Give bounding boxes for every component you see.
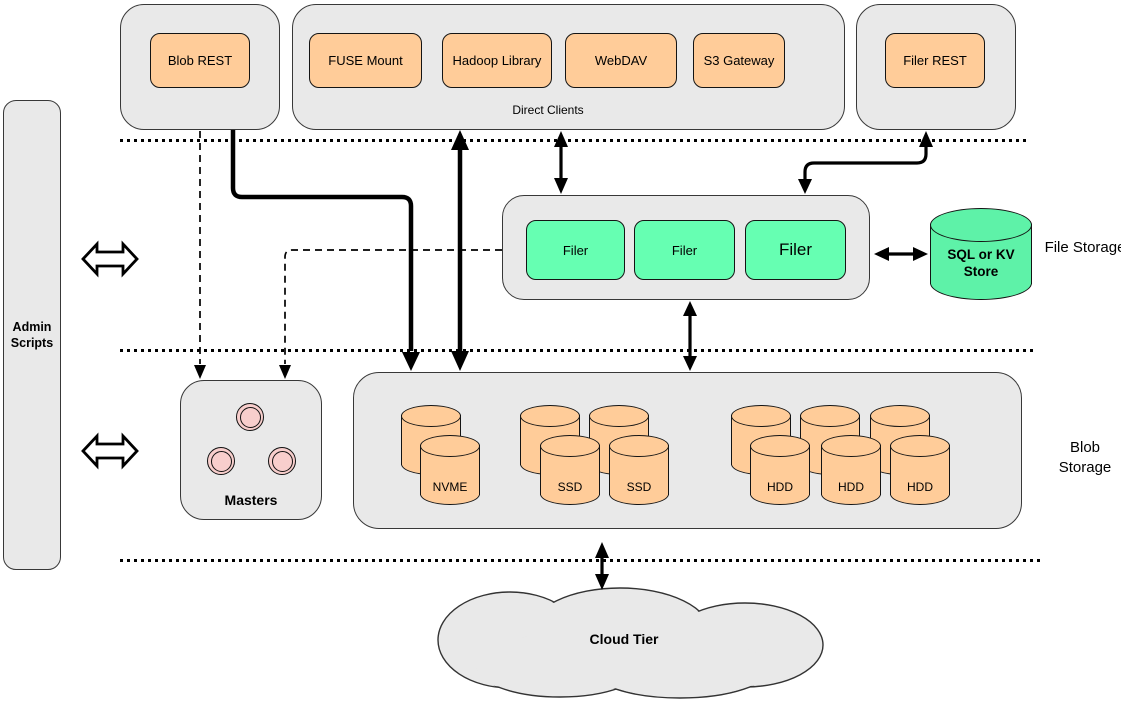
bidirectional-arrow-filers-blobstorage	[683, 301, 697, 371]
filer-node-3: Filer	[745, 220, 846, 280]
disk-label: HDD	[767, 480, 793, 494]
fuse-mount-node: FUSE Mount	[309, 33, 422, 88]
disk-label: HDD	[838, 480, 864, 494]
thick-bidirectional-arrow-clients-blobstorage	[451, 130, 469, 371]
disk-cylinder-ssd: SSD	[609, 435, 669, 505]
dashed-arrow-blobrest-masters	[194, 131, 206, 379]
admin-scripts-label: Admin Scripts	[10, 320, 54, 350]
masters-label: Masters	[224, 492, 278, 508]
disk-cylinder-hdd: HDD	[821, 435, 881, 505]
bidirectional-arrow-filers-kvstore	[874, 247, 928, 261]
sql-kv-store-label: SQL or KV Store	[947, 247, 1015, 279]
master-node-icon	[207, 447, 235, 475]
hadoop-library-node: Hadoop Library	[442, 33, 552, 88]
master-node-icon	[268, 447, 296, 475]
s3-gateway-node: S3 Gateway	[693, 33, 785, 88]
cloud-tier-label: Cloud Tier	[589, 631, 659, 647]
admin-scripts-node: Admin Scripts	[3, 100, 61, 570]
disk-label: SSD	[626, 480, 652, 494]
disk-label: NVME	[432, 480, 468, 494]
cylinder-top	[930, 208, 1032, 242]
filer-node-1: Filer	[526, 220, 625, 280]
bidirectional-arrow-clients-filers	[554, 131, 568, 194]
blob-rest-node: Blob REST	[150, 33, 250, 88]
disk-cylinder-ssd: SSD	[540, 435, 600, 505]
disk-label: SSD	[557, 480, 583, 494]
admin-blob-storage-arrow-icon	[81, 432, 139, 470]
thick-arrow-blobrest-blobstorage	[230, 130, 420, 371]
filer-node-2: Filer	[634, 220, 735, 280]
bidirectional-arrow-blobstorage-cloud	[595, 542, 609, 590]
disk-cylinder-hdd: HDD	[750, 435, 810, 505]
admin-file-storage-arrow-icon	[81, 240, 139, 278]
blob-storage-tier-label: Blob Storage	[1058, 439, 1112, 476]
master-node-icon	[236, 403, 264, 431]
filer-rest-node: Filer REST	[885, 33, 985, 88]
webdav-node: WebDAV	[565, 33, 677, 88]
disk-label: HDD	[907, 480, 933, 494]
direct-clients-caption: Direct Clients	[512, 103, 584, 117]
disk-cylinder-hdd: HDD	[890, 435, 950, 505]
dashed-arrow-filer-masters	[279, 249, 502, 379]
bidirectional-arrow-filerrest-filers	[798, 131, 933, 194]
sql-kv-store-node: SQL or KV Store	[930, 208, 1032, 300]
file-storage-tier-label: File Storage	[1044, 239, 1121, 256]
disk-cylinder-nvme: NVME	[420, 435, 480, 505]
